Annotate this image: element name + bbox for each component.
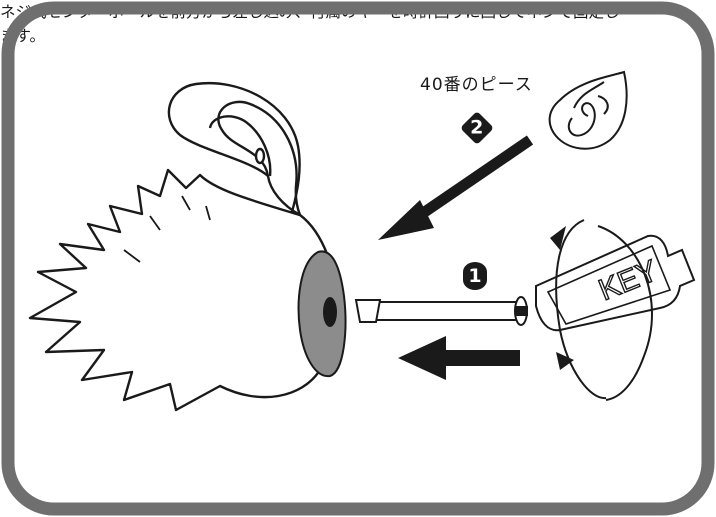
rotation-arrow [550,219,653,401]
arrow-step2 [378,135,534,240]
center-pole [354,296,528,326]
step-1-number: 1 [468,265,482,287]
center-hole [323,297,337,327]
swan-eye [254,147,266,165]
step-1-badge: 1 [463,262,487,290]
piece-40-illustration [548,70,628,150]
center-hole-plate [297,250,347,378]
key-illustration: KEY [535,234,696,332]
arrow-step1 [398,336,520,380]
piece-label: 40番のピース [420,75,533,95]
swan-illustration [28,81,347,412]
step-2-number: 2 [470,116,484,139]
